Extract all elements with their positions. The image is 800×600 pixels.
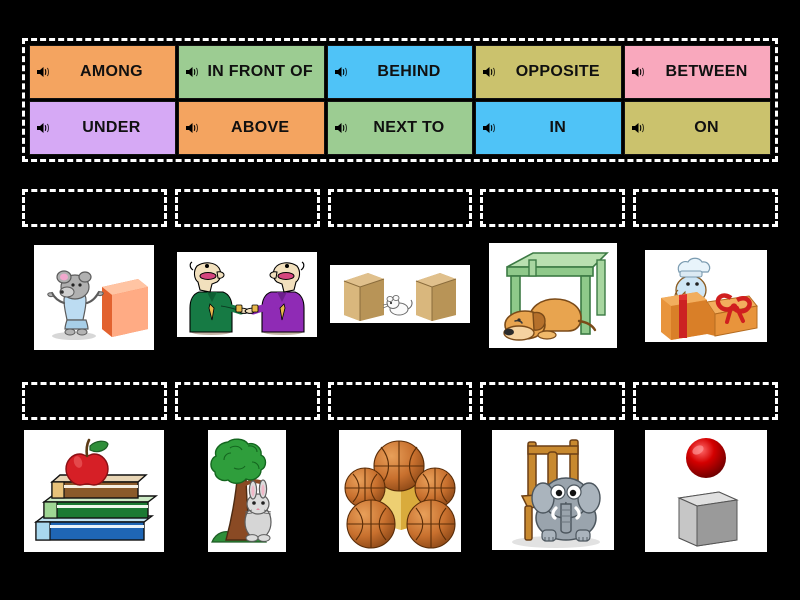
picture-card-two-men-facing-each-other[interactable]: [177, 252, 318, 337]
word-tile-label: OPPOSITE: [515, 62, 600, 80]
word-tile-among[interactable]: AMONG: [29, 45, 176, 99]
speaker-icon[interactable]: [37, 122, 51, 134]
word-tile-on[interactable]: ON: [624, 101, 771, 155]
dropzone-2-3[interactable]: [327, 382, 473, 420]
word-tile-label: ON: [694, 118, 719, 136]
picture-card-apple-on-books[interactable]: [24, 430, 165, 552]
picture-card-elephant-next-to-chair[interactable]: [491, 430, 614, 550]
picture-card-bird-in-gift-box[interactable]: [644, 250, 767, 342]
speaker-icon[interactable]: [483, 122, 497, 134]
dropzone-2-2[interactable]: [174, 382, 320, 420]
word-tile-under[interactable]: UNDER: [29, 101, 176, 155]
picture-card-mouse-between-two-boxes[interactable]: [329, 265, 470, 323]
card-row-2: [22, 430, 778, 555]
dropzone-1-5[interactable]: [633, 189, 778, 227]
elephant-next-to-chair-illustration: [491, 430, 614, 550]
picture-card-mouse-beside-orange-box[interactable]: [34, 245, 155, 350]
speaker-icon[interactable]: [334, 66, 349, 78]
word-tile-label: AMONG: [79, 62, 143, 80]
two-men-facing-illustration: [177, 252, 318, 337]
word-bank: AMONG IN FRONT OF BEHIND OPPOSITE: [22, 38, 778, 162]
apple-on-books-illustration: [24, 430, 165, 552]
dropzone-2-1[interactable]: [22, 382, 167, 420]
word-tile-opposite[interactable]: OPPOSITE: [475, 45, 623, 99]
ball-above-cube-illustration: [644, 430, 767, 552]
word-tile-label: BETWEEN: [665, 62, 748, 80]
word-tile-label: UNDER: [82, 118, 141, 136]
picture-card-rabbit-behind-tree[interactable]: [208, 430, 287, 552]
word-tile-next-to[interactable]: NEXT TO: [326, 101, 474, 155]
card-cell: [22, 430, 167, 555]
word-tile-label: BEHIND: [377, 62, 441, 80]
word-tile-between[interactable]: BETWEEN: [624, 45, 771, 99]
speaker-icon[interactable]: [37, 66, 51, 78]
dropzone-2-5[interactable]: [633, 382, 778, 420]
speaker-icon[interactable]: [483, 66, 497, 78]
word-tile-label: IN FRONT OF: [207, 62, 313, 80]
word-tile-label: ABOVE: [230, 118, 290, 136]
picture-card-dog-under-table[interactable]: [488, 243, 617, 348]
picture-card-box-among-basketballs[interactable]: [338, 430, 461, 552]
speaker-icon[interactable]: [185, 122, 200, 134]
word-bank-grid: AMONG IN FRONT OF BEHIND OPPOSITE: [29, 45, 771, 155]
dropzone-1-3[interactable]: [327, 189, 473, 227]
card-cell: [22, 240, 167, 365]
card-cell: [480, 240, 625, 365]
dropzone-2-4[interactable]: [480, 382, 626, 420]
picture-card-ball-above-cube[interactable]: [644, 430, 767, 552]
speaker-icon[interactable]: [185, 66, 200, 78]
speaker-icon[interactable]: [632, 122, 646, 134]
card-row-1: [22, 240, 778, 365]
card-cell: [633, 240, 778, 365]
mouse-between-boxes-illustration: [329, 265, 470, 323]
dropzone-row-1: [22, 189, 778, 227]
dropzone-1-1[interactable]: [22, 189, 167, 227]
card-cell: [175, 430, 320, 555]
speaker-icon[interactable]: [632, 66, 646, 78]
word-tile-in[interactable]: IN: [475, 101, 623, 155]
dropzone-row-2: [22, 382, 778, 420]
card-cell: [328, 430, 473, 555]
word-tile-above[interactable]: ABOVE: [177, 101, 325, 155]
word-tile-in-front-of[interactable]: IN FRONT OF: [177, 45, 325, 99]
card-cell: [175, 240, 320, 365]
mouse-beside-orange-box-illustration: [34, 245, 155, 350]
word-tile-label: NEXT TO: [373, 118, 445, 136]
rabbit-behind-tree-illustration: [208, 430, 287, 552]
card-cell: [328, 240, 473, 365]
card-cell: [480, 430, 625, 555]
box-among-basketballs-illustration: [338, 430, 461, 552]
dog-under-table-illustration: [488, 243, 617, 348]
word-tile-label: IN: [549, 118, 567, 136]
card-cell: [633, 430, 778, 555]
dropzone-1-2[interactable]: [174, 189, 320, 227]
word-tile-behind[interactable]: BEHIND: [326, 45, 474, 99]
speaker-icon[interactable]: [334, 122, 349, 134]
dropzone-1-4[interactable]: [480, 189, 626, 227]
bird-in-gift-box-illustration: [644, 250, 767, 342]
